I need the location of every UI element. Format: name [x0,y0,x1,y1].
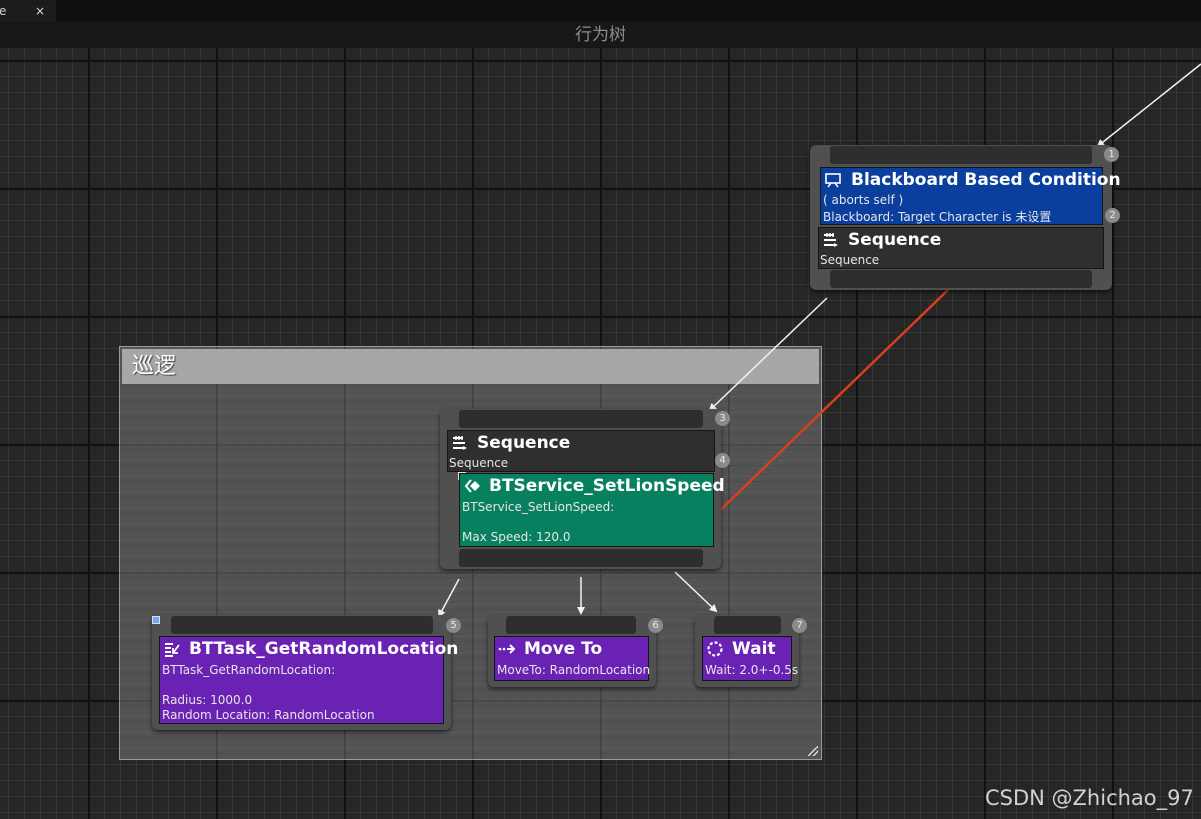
execution-index-badge: 3 [715,411,730,426]
execution-index-badge: 6 [648,618,663,633]
composite-sequence[interactable]: Sequence Sequence [447,430,715,472]
root-sequence-node[interactable]: 1 Blackboard Based Condition ( aborts se… [810,145,1121,290]
task-icon [165,643,180,657]
breakpoint-marker-icon[interactable] [152,616,160,624]
execution-index-badge: 1 [1104,147,1119,162]
tab-bar: e × [0,0,1201,22]
service-index-badge: 4 [715,453,730,468]
task-name-line: BTTask_GetRandomLocation: [162,663,336,677]
decorator-index-badge: 2 [1105,208,1120,223]
execution-index-badge: 5 [446,618,461,633]
resize-grip-icon[interactable] [808,746,818,756]
composite-title: Sequence [848,230,942,250]
task-description: MoveTo: RandomLocation [497,663,651,677]
composite-title: Sequence [477,433,571,453]
watermark: CSDN @Zhichao_97 [985,786,1194,810]
service-set-lion-speed[interactable]: BTService_SetLionSpeed BTService_SetLion… [459,473,725,547]
task-title: BTTask_GetRandomLocation [189,639,459,659]
wire-to-task-5 [438,578,460,618]
task-description: Wait: 2.0+-0.5s [705,663,799,677]
service-name-line: BTService_SetLionSpeed: [462,500,615,514]
composite-sequence[interactable]: Sequence Sequence [818,227,1104,269]
blackboard-icon [825,173,841,188]
output-pin[interactable] [830,270,1092,288]
graph-title: 行为树 [0,22,1201,48]
wire-root-in [1096,63,1201,148]
close-icon[interactable]: × [34,4,46,18]
input-pin[interactable] [714,616,781,634]
sequence-icon [824,233,838,247]
task-wait-node[interactable]: 7 Wait Wait: 2.0+-0.5s [695,615,807,687]
decorator-title: Blackboard Based Condition [851,170,1121,190]
sequence-icon [453,436,467,450]
task-random-location: Random Location: RandomLocation [162,708,375,722]
decorator-description: Blackboard: Target Character is 未设置 [823,210,1052,224]
comment-title[interactable]: 巡逻 [122,349,819,384]
composite-subtitle: Sequence [449,456,509,470]
move-to-icon [498,644,516,654]
service-title: BTService_SetLionSpeed [489,476,725,496]
execution-index-badge: 7 [792,618,807,633]
task-section[interactable]: Wait Wait: 2.0+-0.5s [702,636,798,681]
decorator-abort-mode: ( aborts self ) [823,193,904,207]
task-section[interactable]: BTTask_GetRandomLocation BTTask_GetRando… [159,636,458,724]
decorator-blackboard-condition[interactable]: Blackboard Based Condition ( aborts self… [820,167,1121,225]
task-section[interactable]: Move To MoveTo: RandomLocation [494,636,651,681]
output-pin[interactable] [459,549,703,567]
task-radius: Radius: 1000.0 [162,693,253,707]
abort-arrow [707,289,949,523]
service-icon [464,479,480,493]
input-pin[interactable] [830,146,1092,164]
task-title: Move To [524,639,603,659]
wire-root-to-sequence [708,297,828,412]
task-get-random-location-node[interactable]: 5 BTTask_GetRandomLocation BTTask_GetRan… [152,615,461,730]
task-title: Wait [732,639,776,659]
wire-to-task-7 [674,571,718,613]
task-move-to-node[interactable]: 6 Move To MoveTo: RandomLocation [488,615,663,687]
input-pin[interactable] [459,410,703,428]
service-max-speed: Max Speed: 120.0 [462,530,571,544]
tab-label: e [0,4,7,18]
editor-tab[interactable]: e × [0,0,56,22]
patrol-sequence-node[interactable]: 3 Sequence Sequence 4 BTService_SetLionS… [440,409,730,569]
input-pin[interactable] [171,616,433,634]
input-pin[interactable] [506,616,636,634]
composite-subtitle: Sequence [820,253,880,267]
wait-icon [707,641,723,657]
